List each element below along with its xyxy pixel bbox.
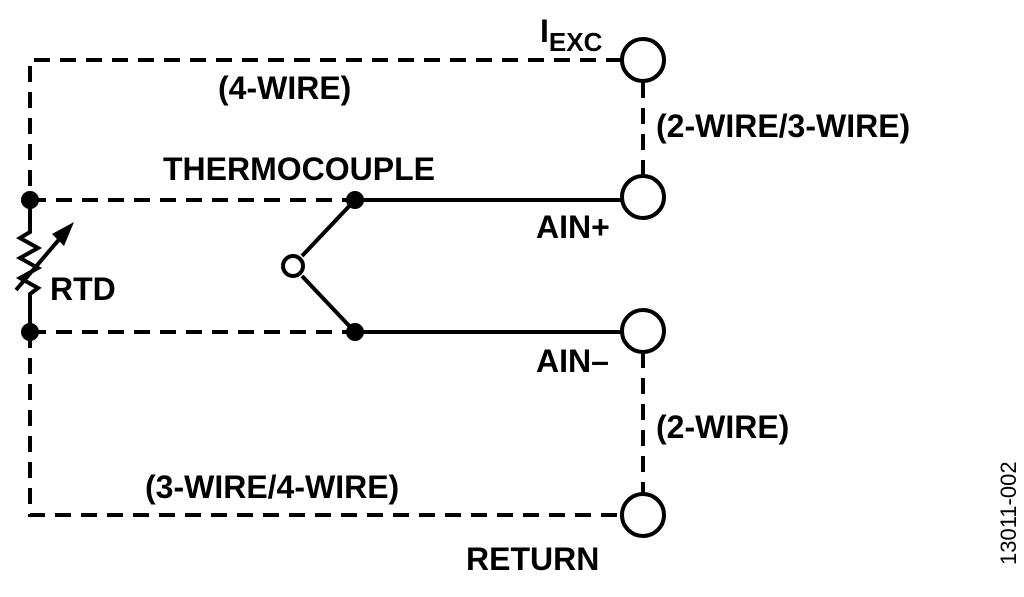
rtd-resistor-symbol (14, 200, 74, 332)
label-return: RETURN (466, 541, 599, 577)
rtd-arrow-icon (52, 222, 74, 246)
label-four-wire: (4-WIRE) (218, 70, 351, 106)
thermocouple-symbol (281, 198, 622, 334)
wire-4-wire-loop (28, 58, 622, 200)
terminal-ain-minus (620, 308, 666, 354)
node-rtd-bottom (21, 323, 39, 341)
label-ain-minus: AIN– (536, 343, 609, 379)
wire-3-4-wire-loop (28, 332, 622, 517)
terminal-return (620, 492, 666, 538)
label-rtd: RTD (50, 271, 116, 307)
terminal-iexc (620, 37, 666, 83)
label-iexc-subscript: EXC (549, 27, 603, 57)
node-tc-bottom (346, 323, 364, 341)
label-three-four-wire: (3-WIRE/4-WIRE) (145, 469, 399, 505)
label-two-wire: (2-WIRE) (656, 409, 789, 445)
label-ain-plus: AIN+ (536, 209, 610, 245)
label-two-three-wire: (2-WIRE/3-WIRE) (656, 108, 910, 144)
node-tc-top (346, 191, 364, 209)
label-iexc: IEXC (540, 13, 603, 57)
label-thermocouple: THERMOCOUPLE (163, 151, 435, 187)
node-rtd-top (21, 191, 39, 209)
terminal-ain-plus (620, 174, 666, 220)
figure-id: 13011-002 (996, 461, 1021, 565)
thermocouple-junction (281, 254, 305, 278)
dashed-wires (28, 58, 645, 517)
